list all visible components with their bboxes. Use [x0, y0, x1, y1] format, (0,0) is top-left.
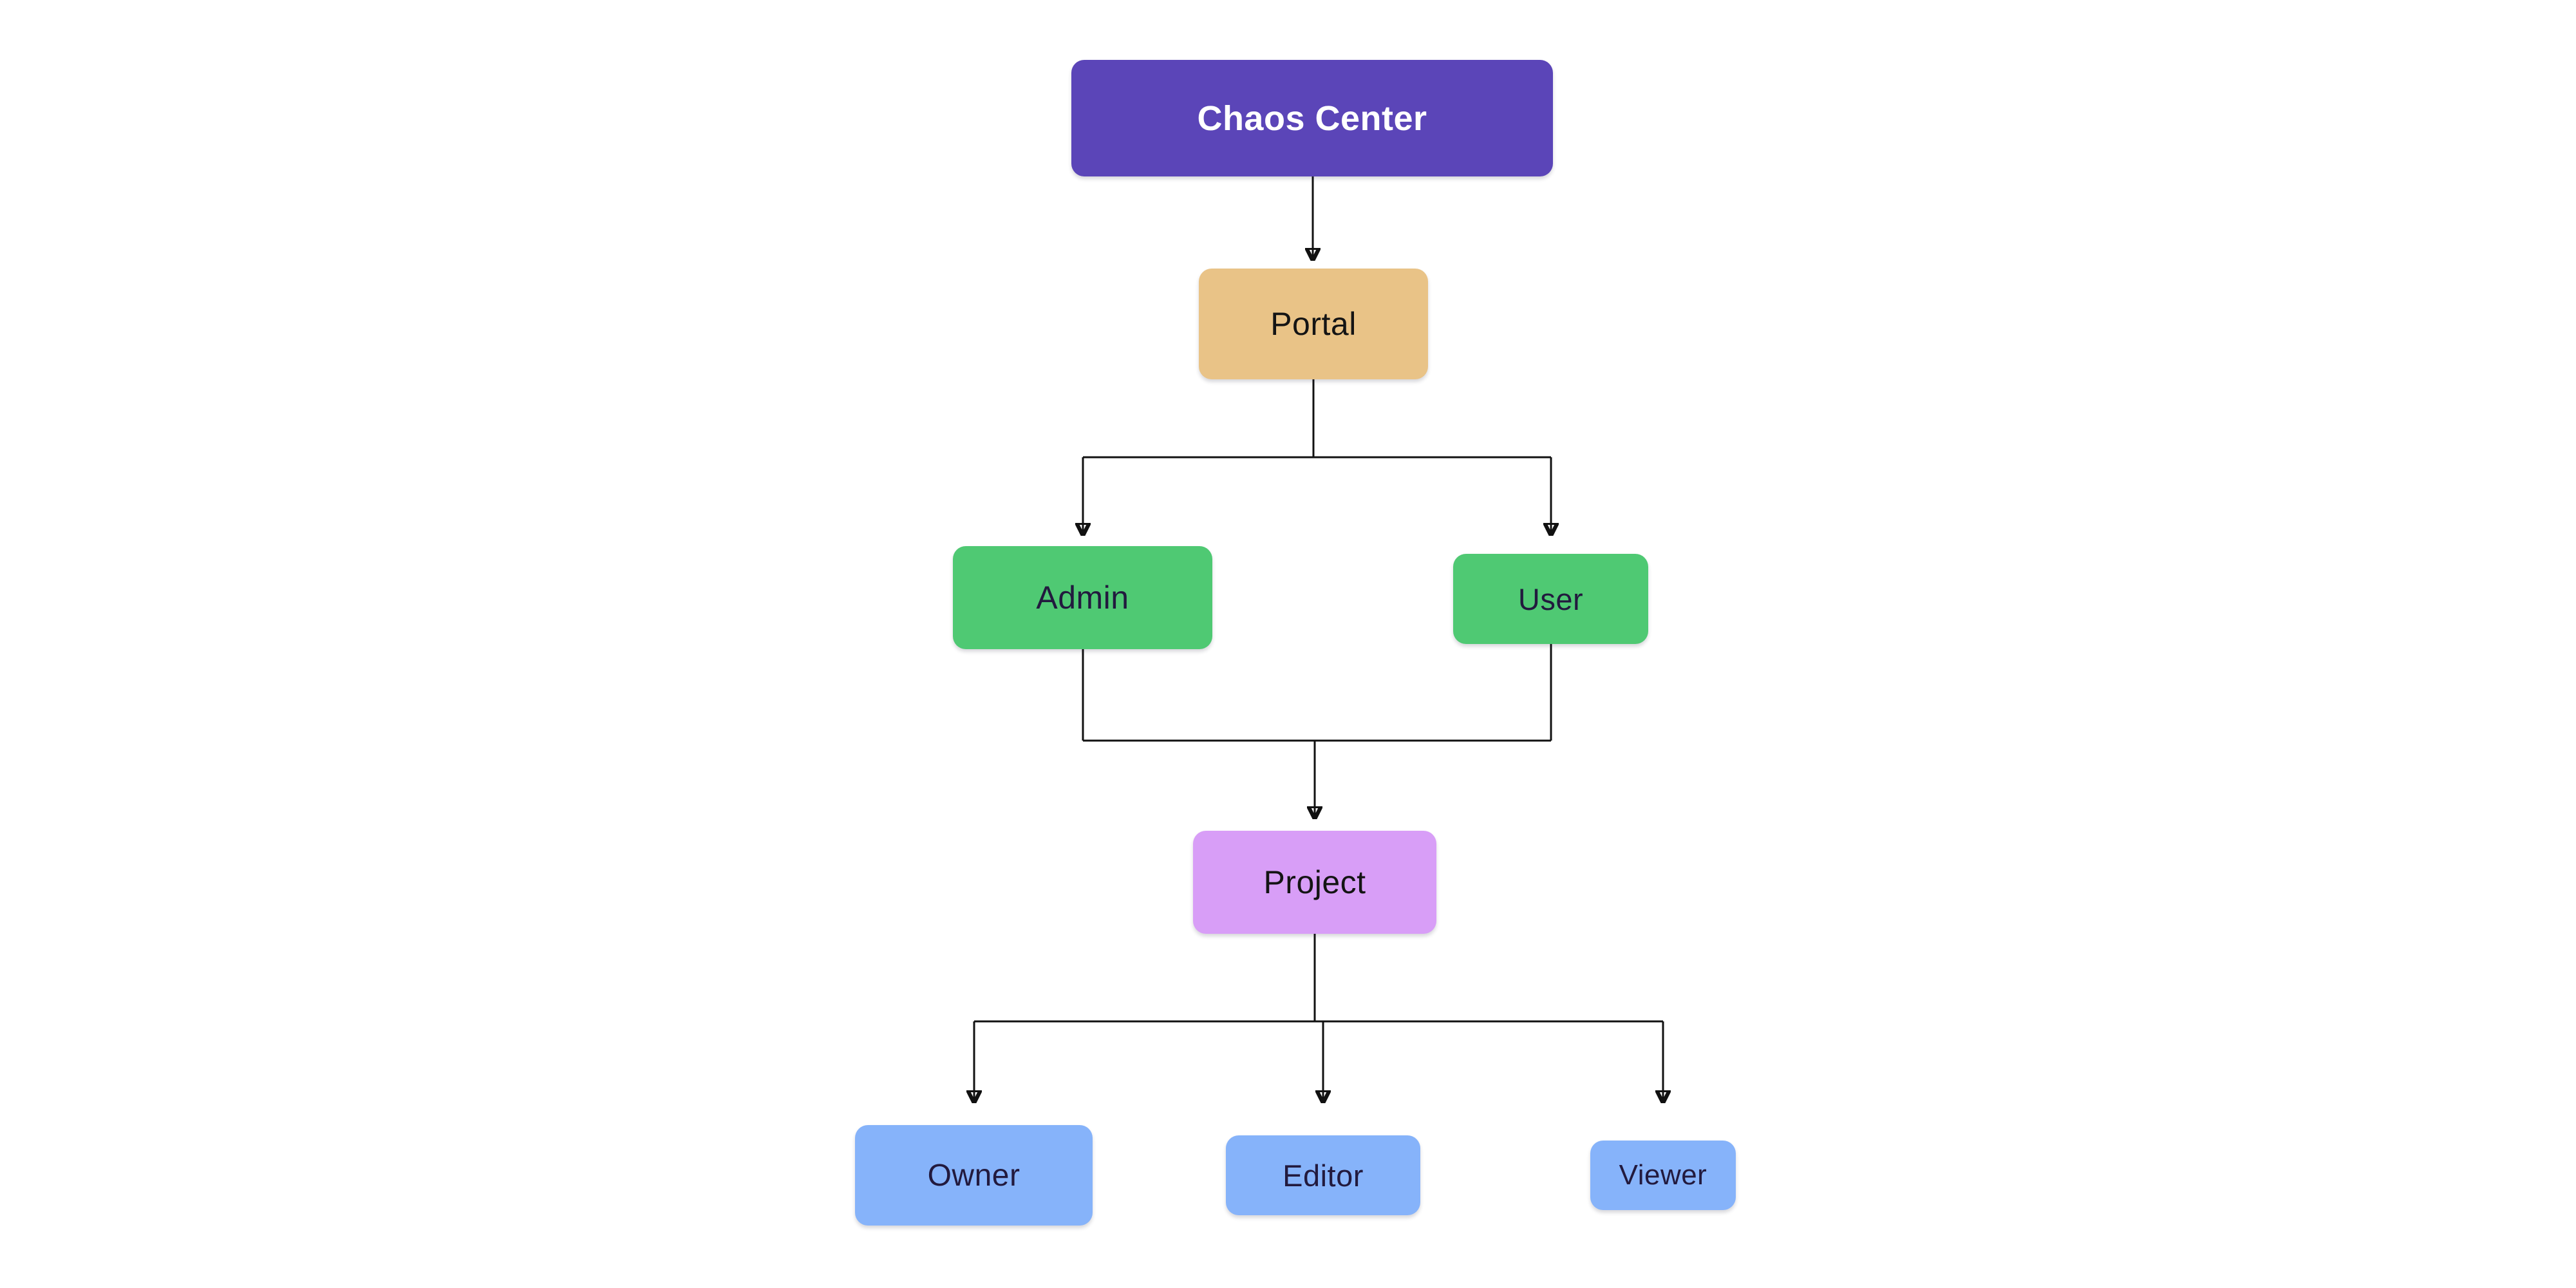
node-label: Owner	[927, 1158, 1020, 1193]
diagram-node-admin: Admin	[953, 546, 1212, 649]
node-label: Viewer	[1619, 1159, 1707, 1191]
diagram-node-editor: Editor	[1226, 1135, 1420, 1215]
diagram-node-user: User	[1453, 554, 1648, 644]
node-label: Admin	[1036, 580, 1129, 616]
node-label: Portal	[1270, 306, 1357, 342]
diagram-node-project: Project	[1193, 831, 1436, 934]
node-label: User	[1518, 582, 1584, 616]
diagram-node-owner: Owner	[855, 1125, 1093, 1226]
node-label: Project	[1263, 864, 1366, 900]
diagram-node-portal: Portal	[1199, 269, 1428, 379]
diagram-node-chaos-center: Chaos Center	[1071, 60, 1553, 176]
node-label: Chaos Center	[1197, 99, 1427, 138]
diagram-node-viewer: Viewer	[1590, 1141, 1736, 1210]
node-label: Editor	[1283, 1158, 1364, 1193]
